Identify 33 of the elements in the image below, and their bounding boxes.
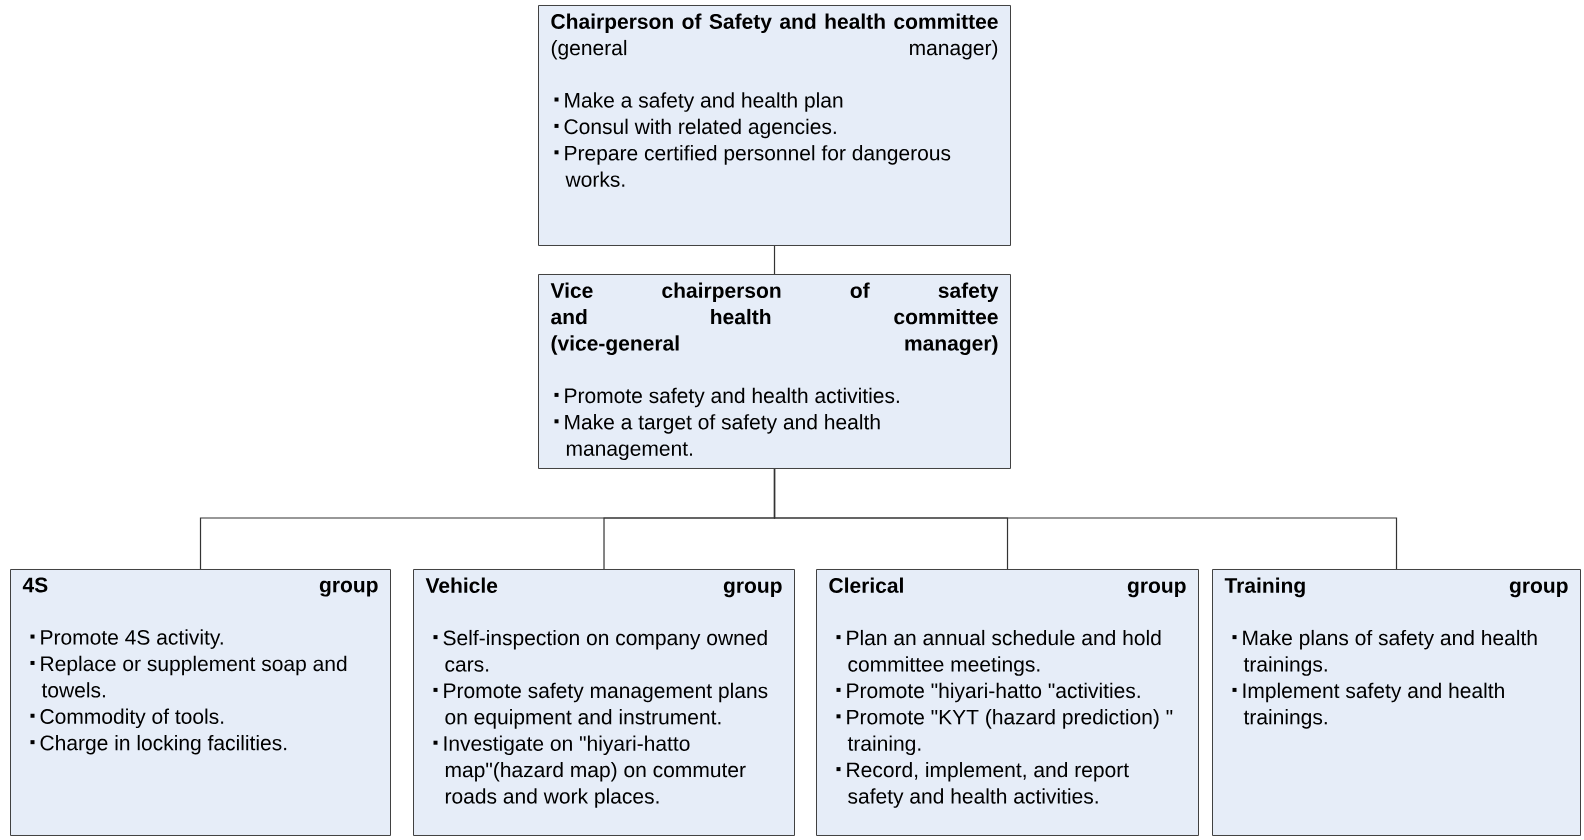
box-subheading: (general manager)	[551, 39, 998, 60]
bullet-item: Promote safety management plans on equipment and instrument.	[433, 682, 768, 729]
bullet-item: Plan an annual schedule and hold committee meetings.	[836, 629, 1161, 676]
bullet-item: Consul with related agencies.	[554, 118, 836, 139]
bullet-item: Promote safety and health activities.	[554, 387, 899, 408]
committee-box	[538, 274, 1011, 469]
bullet-item: Make a safety and health plan	[554, 92, 843, 112]
box-heading: Clerical group	[829, 577, 1186, 598]
bullet-item: Prepare certified personnel for dangerous works.	[554, 145, 951, 187]
bullet-item: Investigate on "hiyari-hatto map"(hazard map) on commuter roads and work places.	[433, 735, 746, 808]
committee-box	[413, 569, 795, 836]
bullet-item: Self-inspection on company owned cars.	[433, 629, 767, 672]
bullet-item: Make a target of safety and health management.	[554, 414, 880, 461]
bullet-item: Replace or supplement soap and towels.	[30, 655, 347, 698]
committee-box	[538, 5, 1011, 246]
committee-box	[10, 569, 391, 836]
bullet-item: Promote "hiyari-hatto "activities.	[836, 682, 1140, 703]
bullet-item: Implement safety and health trainings.	[1232, 682, 1504, 729]
committee-box	[1212, 569, 1581, 836]
box-heading: 4S group	[22, 577, 378, 597]
connector-line	[773, 468, 1398, 570]
bullet-item: Make plans of safety and health trainings.	[1232, 629, 1537, 676]
box-heading: Training group	[1224, 577, 1568, 598]
committee-box	[816, 569, 1199, 836]
box-heading: Vehicle group	[425, 577, 782, 598]
bullet-item: Charge in locking facilities.	[30, 734, 287, 755]
box-subheading: (vice-general manager)	[551, 335, 998, 355]
bullet-item: Record, implement, and report safety and health activities.	[836, 761, 1129, 808]
bullet-item: Promote "KYT (hazard prediction) " training.	[836, 709, 1173, 756]
connector-line	[773, 245, 776, 275]
box-heading: Chairperson of Safety and health committee	[551, 13, 998, 34]
bullet-item: Commodity of tools.	[30, 708, 224, 729]
bullet-item: Promote 4S activity.	[30, 629, 223, 649]
